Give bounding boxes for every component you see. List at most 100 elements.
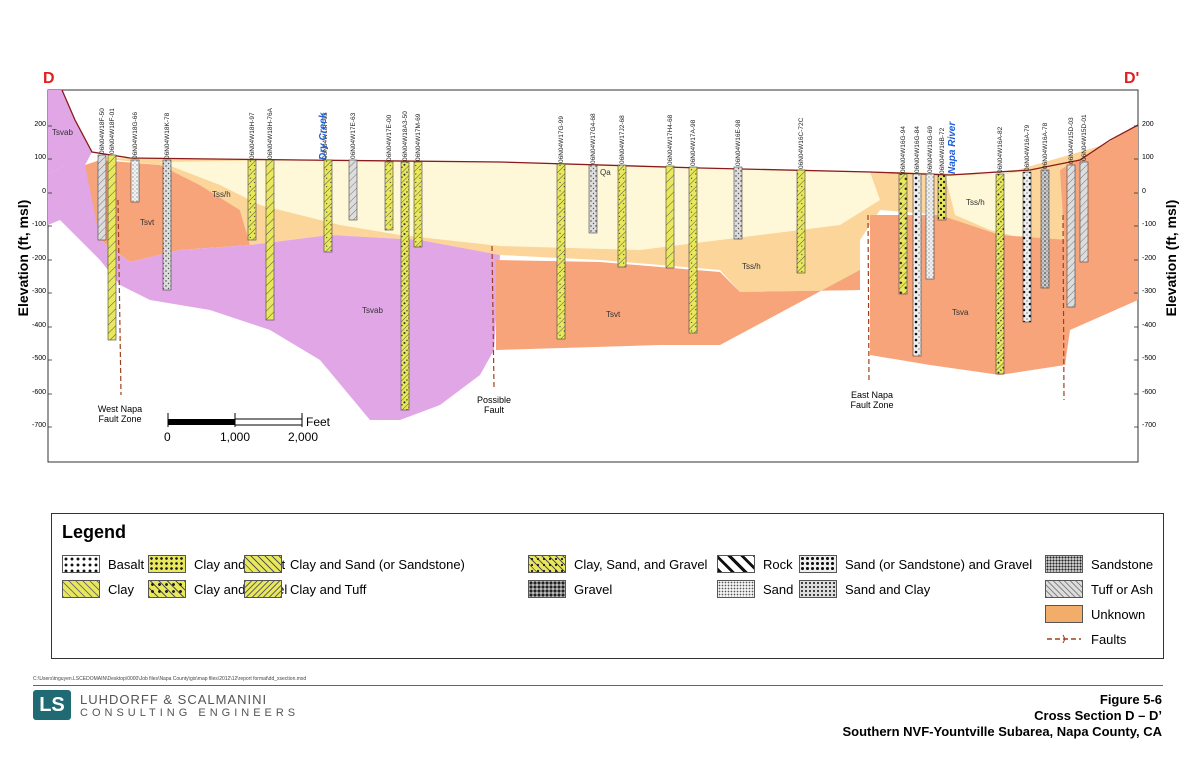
legend-item-label: Sand (or Sandstone) and Gravel (845, 556, 1033, 572)
well-label: 06N04W18H-97 (249, 112, 256, 159)
legend-item: Faults (1045, 629, 1126, 649)
well-log (265, 159, 275, 321)
legend-item: Rock (717, 554, 793, 574)
scale-tick-1000: 1,000 (220, 430, 251, 444)
fault-lines (117, 199, 1065, 401)
fault-label-east-napa: East Napa Fault Zone (850, 390, 894, 410)
well-label: 06N04W17G4-68 (590, 113, 597, 164)
well-label: 06N04W16E-98 (735, 119, 742, 166)
well-label: 06N04W17M-69 (415, 113, 422, 161)
fault-line-east2 (1062, 214, 1065, 401)
unit-label: Tss/h (742, 262, 761, 271)
company-name: LUHDORFF & SCALMANINI (80, 692, 268, 707)
ground-surface-line (61, 89, 1139, 176)
water-label-napa-river: Napa River (947, 121, 958, 174)
legend-swatch (1045, 555, 1083, 573)
water-label-dry-creek: Dry Creek (318, 112, 329, 160)
y-tick-label: 0 (1142, 188, 1146, 195)
unit-label: Tsvt (140, 218, 155, 227)
y-tick-label: -100 (1142, 221, 1157, 228)
y-tick-label: -700 (1142, 422, 1157, 429)
legend-item-label: Rock (763, 556, 793, 572)
unit-qa (160, 160, 880, 250)
legend-item-label: Clay and Sand (or Sandstone) (290, 556, 465, 572)
well-label: 06N04W16G-69 (927, 126, 934, 173)
well-label: 06N04W18G-66 (132, 112, 139, 159)
scale-tick-0: 0 (164, 430, 171, 444)
legend-item-label: Basalt (108, 556, 145, 572)
section-start-label: D (43, 70, 55, 87)
legend-swatch (528, 580, 566, 598)
legend-item: Tuff or Ash (1045, 579, 1153, 599)
legend-swatch (799, 580, 837, 598)
footer-divider (33, 685, 1163, 686)
legend-item-label: Sand (763, 581, 794, 597)
fault-label-possible: Possible Fault (476, 395, 512, 415)
unit-tsva-right-hill (1060, 125, 1138, 330)
fault-line-west (117, 199, 122, 396)
y-axis-ticks (48, 125, 1138, 428)
legend-item-label: Unknown (1091, 606, 1146, 622)
well-log (912, 173, 922, 357)
unit-label: Tsvt (606, 310, 621, 319)
well-label: 06N04W18A3-50 (402, 111, 409, 161)
y-tick-label: -300 (31, 288, 46, 295)
well-log (1040, 169, 1050, 289)
well-label: 06N04W16G-84 (914, 126, 921, 173)
well-log (162, 159, 172, 291)
well-label: 06N04W17J2-68 (619, 115, 626, 164)
legend-item: Clay and Tuff (244, 579, 366, 599)
well-label: 06N04W18H-76A (267, 108, 274, 159)
well-log (733, 166, 743, 240)
y-tick-label: -500 (31, 355, 46, 362)
figure-subtitle: Southern NVF-Yountville Subarea, Napa Co… (842, 724, 1163, 739)
legend-item: Gravel (528, 579, 612, 599)
y-tick-label: -600 (1142, 389, 1157, 396)
y-tick-label: 200 (34, 121, 46, 128)
y-tick-label: -100 (31, 221, 46, 228)
legend-title: Legend (62, 522, 127, 542)
well-log (1066, 164, 1076, 308)
well-label: 06N04W18F-50 (99, 108, 106, 154)
legend-item: Sandstone (1045, 554, 1153, 574)
legend-swatch (148, 580, 186, 598)
legend-swatch (244, 555, 282, 573)
legend-item-label: Sandstone (1091, 556, 1154, 572)
unit-label: Tsva (952, 308, 969, 317)
unit-label: Tsvab (52, 128, 73, 137)
scale-tick-2000: 2,000 (288, 430, 319, 444)
well-log (384, 161, 394, 231)
y-tick-label: -600 (31, 389, 46, 396)
y-axis-label-right: Elevation (ft, msl) (1163, 199, 1179, 317)
well-log (1079, 161, 1089, 263)
well-label: 06N04W17G-99 (558, 116, 565, 163)
fault-symbol-icon (1045, 630, 1083, 648)
well-log (107, 154, 117, 341)
y-tick-label: -400 (31, 322, 46, 329)
legend-item-label: Faults (1091, 631, 1127, 647)
well-log (97, 154, 107, 241)
well-log (995, 173, 1005, 375)
legend-swatch (1045, 605, 1083, 623)
legend-item: Clay, Sand, and Gravel (528, 554, 707, 574)
unit-label: Tsvab (362, 306, 383, 315)
company-logo: LS (33, 690, 71, 720)
well-log (348, 159, 358, 221)
well-log (247, 159, 257, 241)
fault-label-west-napa: West Napa Fault Zone (97, 404, 143, 424)
unit-label: Qa (600, 168, 611, 177)
y-tick-label: -500 (1142, 355, 1157, 362)
legend-item: Sand (or Sandstone) and Gravel (799, 554, 1032, 574)
well-label: 06N04W17H4-68 (667, 114, 674, 165)
legend-swatch (148, 555, 186, 573)
well-label: 06N04W16A-78 (1042, 122, 1049, 169)
well-label: 06N04W17A-98 (690, 119, 697, 166)
unit-tsvab-left (48, 90, 92, 175)
well-label: 06N04W17E-00 (386, 114, 393, 161)
unit-label: Tss/h (212, 190, 231, 199)
well-log (937, 174, 947, 221)
section-end-label: D' (1124, 70, 1140, 87)
y-tick-label: 200 (1142, 121, 1154, 128)
borehole-columns (97, 154, 1089, 411)
well-log (556, 163, 566, 340)
